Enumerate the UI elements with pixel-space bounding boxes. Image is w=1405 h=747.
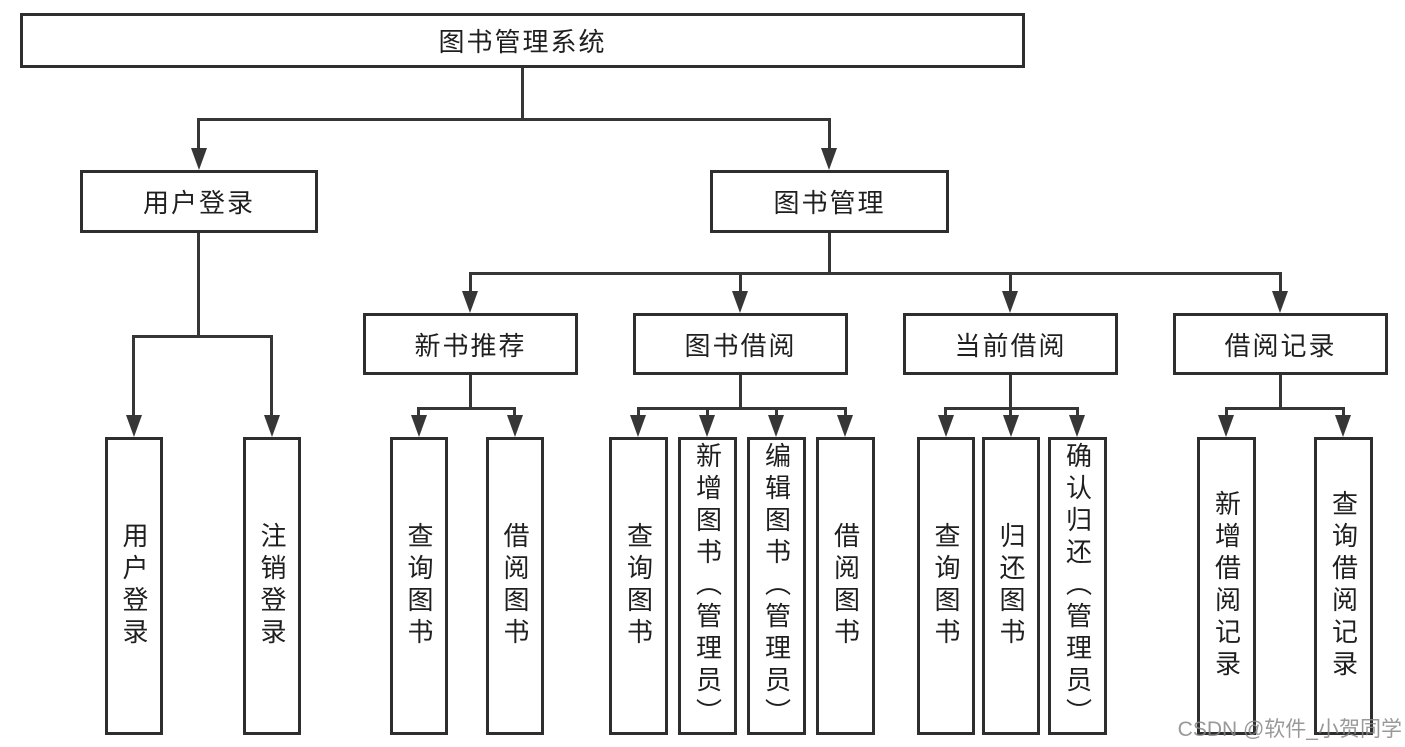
connector-line: [1342, 410, 1345, 415]
connector-line: [1225, 407, 1345, 410]
leaf-add-borrow-record: 新增借阅记录: [1197, 437, 1256, 735]
node-label: 编辑图书（管理员）: [761, 442, 792, 730]
csdn-watermark: CSDN @软件_小贺同学: [1177, 718, 1402, 741]
connector-line: [521, 66, 524, 121]
connector-line: [844, 410, 847, 415]
leaf-borrow-books-recommend: 借阅图书: [486, 437, 544, 735]
connector-line: [197, 233, 200, 338]
leaf-query-borrow-record: 查询借阅记录: [1314, 437, 1373, 735]
node-label: 当前借阅: [954, 330, 1067, 361]
node-new-book-recommend: 新书推荐: [363, 313, 578, 375]
arrowhead-down-icon: [938, 415, 954, 437]
node-book-borrow: 图书借阅: [633, 313, 848, 375]
node-label: 注销登录: [257, 522, 287, 650]
arrowhead-down-icon: [1272, 291, 1288, 313]
arrowhead-down-icon: [191, 148, 207, 170]
connector-line: [1009, 275, 1012, 291]
arrowhead-down-icon: [507, 415, 523, 437]
connector-line: [197, 121, 200, 148]
leaf-return-books: 归还图书: [982, 437, 1040, 735]
node-label: 查询图书: [931, 522, 961, 650]
connector-line: [417, 410, 420, 415]
arrowhead-down-icon: [1218, 415, 1234, 437]
connector-line: [1279, 375, 1282, 410]
arrowhead-down-icon: [1335, 415, 1351, 437]
leaf-user-login: 用户登录: [105, 437, 163, 735]
arrowhead-down-icon: [1002, 291, 1018, 313]
node-label: 用户登录: [119, 522, 149, 650]
node-label: 新增图书（管理员）: [692, 442, 723, 730]
connector-line: [197, 118, 831, 121]
node-label: 借阅图书: [500, 522, 530, 650]
connector-line: [1009, 375, 1012, 410]
connector-line: [739, 375, 742, 410]
node-label: 图书借阅: [684, 330, 797, 361]
node-label: 图书管理: [773, 188, 886, 218]
node-label: 确认归还（管理员）: [1062, 442, 1093, 730]
node-user-login: 用户登录: [80, 170, 318, 233]
connector-line: [469, 375, 472, 410]
connector-line: [706, 410, 709, 415]
leaf-confirm-return-admin: 确认归还（管理员）: [1048, 437, 1107, 735]
node-book-management: 图书管理: [710, 170, 949, 233]
leaf-logout: 注销登录: [243, 437, 301, 735]
node-label: 用户登录: [142, 188, 255, 218]
leaf-edit-books-admin: 编辑图书（管理员）: [747, 437, 806, 735]
connector-line: [944, 410, 947, 415]
connector-line: [1225, 410, 1228, 415]
connector-line: [944, 407, 1079, 410]
node-library-management-system: 图书管理系统: [20, 13, 1025, 68]
connector-line: [1009, 410, 1012, 415]
node-borrow-record: 借阅记录: [1173, 313, 1388, 375]
connector-line: [637, 407, 847, 410]
connector-line: [132, 338, 135, 415]
arrowhead-down-icon: [411, 415, 427, 437]
arrowhead-down-icon: [462, 291, 478, 313]
connector-line: [513, 410, 516, 415]
arrowhead-down-icon: [768, 415, 784, 437]
connector-line: [828, 233, 831, 275]
node-label: 查询图书: [404, 522, 434, 650]
node-label: 图书管理系统: [438, 27, 607, 57]
connector-line: [828, 121, 831, 148]
node-label: 查询图书: [623, 522, 654, 650]
arrowhead-down-icon: [699, 415, 715, 437]
connector-line: [739, 275, 742, 291]
connector-line: [417, 407, 516, 410]
leaf-add-books-admin: 新增图书（管理员）: [678, 437, 737, 735]
node-current-borrow: 当前借阅: [903, 313, 1118, 375]
leaf-query-books-borrow: 查询图书: [609, 437, 668, 735]
arrowhead-down-icon: [821, 148, 837, 170]
connector-line: [132, 335, 273, 338]
arrowhead-down-icon: [1069, 415, 1085, 437]
node-label: 查询借阅记录: [1328, 490, 1359, 682]
arrowhead-down-icon: [126, 415, 142, 437]
node-label: 归还图书: [996, 522, 1026, 650]
connector-line: [775, 410, 778, 415]
arrowhead-down-icon: [630, 415, 646, 437]
connector-line: [270, 338, 273, 415]
node-label: 新增借阅记录: [1211, 490, 1242, 682]
arrowhead-down-icon: [837, 415, 853, 437]
arrowhead-down-icon: [732, 291, 748, 313]
arrowhead-down-icon: [264, 415, 280, 437]
node-label: 新书推荐: [414, 330, 527, 361]
connector-line: [1279, 275, 1282, 291]
node-label: 借阅记录: [1224, 330, 1337, 361]
connector-line: [1076, 410, 1079, 415]
leaf-borrow-books: 借阅图书: [816, 437, 875, 735]
connector-line: [637, 410, 640, 415]
arrowhead-down-icon: [1003, 415, 1019, 437]
connector-line: [469, 272, 1282, 275]
node-label: 借阅图书: [830, 522, 861, 650]
connector-line: [469, 275, 472, 291]
leaf-query-books-recommend: 查询图书: [390, 437, 448, 735]
leaf-query-books-current: 查询图书: [917, 437, 975, 735]
